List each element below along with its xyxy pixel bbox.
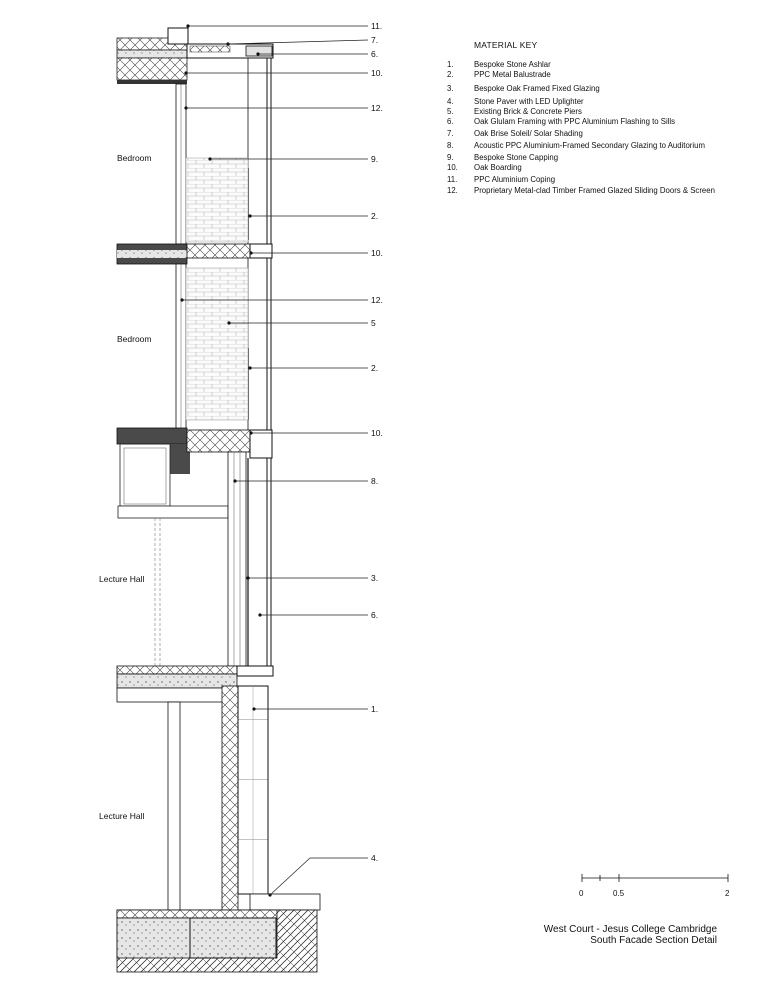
material-key-title: MATERIAL KEY	[474, 40, 538, 50]
key-item-text: Acoustic PPC Aluminium-Framed Secondary …	[474, 141, 705, 150]
key-item: 9. Bespoke Stone Capping	[447, 153, 558, 163]
key-item-number: 11.	[447, 175, 458, 184]
callout-label: 8.	[371, 476, 379, 486]
key-item-text: PPC Metal Balustrade	[474, 70, 551, 79]
key-item: 4. Stone Paver with LED Uplighter	[447, 97, 584, 107]
callout-label: 10.	[371, 248, 383, 258]
callout-label: 6.	[371, 610, 379, 620]
foundation	[116, 893, 321, 973]
lecture-hall-lower-wall	[167, 685, 269, 913]
room-label: Bedroom	[117, 153, 152, 163]
callout-label: 9.	[371, 154, 379, 164]
key-item: 6. Oak Glulam Framing with PPC Aluminium …	[447, 117, 675, 127]
key-item-number: 2.	[447, 70, 454, 79]
key-item: 5. Existing Brick & Concrete Piers	[447, 107, 582, 117]
key-item-text: PPC Aluminium Coping	[474, 175, 556, 184]
floor-slab-lower	[116, 665, 274, 703]
key-item-number: 8.	[447, 141, 454, 150]
callout-label: 2.	[371, 363, 379, 373]
key-item-number: 5.	[447, 107, 454, 116]
key-item: 8. Acoustic PPC Aluminium-Framed Secondar…	[447, 141, 705, 151]
key-item-number: 4.	[447, 97, 454, 106]
bedroom-upper-wall	[175, 83, 249, 245]
callout-label: 1.	[371, 704, 379, 714]
key-item-number: 10.	[447, 163, 458, 172]
callout-label: 12.	[371, 295, 383, 305]
callout-label: 10.	[371, 428, 383, 438]
key-item-number: 6.	[447, 117, 454, 126]
key-item-text: Oak Boarding	[474, 163, 522, 172]
project-title: West Court - Jesus College Cambridge	[543, 924, 717, 935]
key-item-number: 9.	[447, 153, 454, 162]
key-item: 12. Proprietary Metal-clad Timber Framed …	[447, 186, 715, 196]
key-item: 3. Bespoke Oak Framed Fixed Glazing	[447, 84, 600, 94]
leader-lines	[182, 25, 369, 896]
key-item-text: Oak Glulam Framing with PPC Aluminium Fl…	[474, 117, 676, 126]
floor-slab-upper	[116, 243, 273, 265]
key-item: 10. Oak Boarding	[447, 163, 522, 173]
roof-parapet	[116, 27, 274, 84]
callout-label: 5	[371, 318, 376, 328]
callout-label: 12.	[371, 103, 383, 113]
callout-label: 10.	[371, 68, 383, 78]
key-item-text: Existing Brick & Concrete Piers	[474, 107, 582, 116]
key-item-text: Stone Paver with LED Uplighter	[474, 97, 584, 106]
key-item-number: 3.	[447, 84, 454, 93]
key-item: 1. Bespoke Stone Ashlar	[447, 60, 551, 70]
key-item: 2. PPC Metal Balustrade	[447, 70, 551, 80]
callout-label: 7.	[371, 35, 379, 45]
room-label: Lecture Hall	[99, 811, 145, 821]
scale-label: 2	[725, 889, 730, 898]
callout-label: 3.	[371, 573, 379, 583]
key-item-text: Proprietary Metal-clad Timber Framed Gla…	[474, 186, 715, 195]
lecture-hall-upper-wall	[154, 451, 272, 668]
callout-label: 11.	[371, 21, 383, 31]
scale-bar	[581, 874, 729, 882]
drawing-title: South Facade Section Detail	[590, 935, 717, 946]
room-label: Bedroom	[117, 334, 152, 344]
key-item: 7. Oak Brise Soleil/ Solar Shading	[447, 129, 583, 139]
key-item-text: Oak Brise Soleil/ Solar Shading	[474, 129, 583, 138]
key-item-number: 1.	[447, 60, 454, 69]
room-label: Lecture Hall	[99, 574, 145, 584]
scale-label: 0	[579, 889, 584, 898]
key-item-number: 12.	[447, 186, 458, 195]
key-item-text: Bespoke Stone Ashlar	[474, 60, 551, 69]
key-item: 11. PPC Aluminium Coping	[447, 175, 555, 185]
title-block: West Court - Jesus College Cambridge Sou…	[544, 924, 717, 946]
key-item-text: Bespoke Stone Capping	[474, 153, 559, 162]
scale-label: 0.5	[613, 889, 625, 898]
key-item-number: 7.	[447, 129, 454, 138]
floor-slab-middle	[116, 427, 273, 519]
callout-label: 2.	[371, 211, 379, 221]
callout-label: 4.	[371, 853, 379, 863]
key-item-text: Bespoke Oak Framed Fixed Glazing	[474, 84, 600, 93]
leader-dots	[180, 24, 272, 897]
bedroom-middle-wall	[175, 263, 249, 431]
callout-label: 6.	[371, 49, 379, 59]
